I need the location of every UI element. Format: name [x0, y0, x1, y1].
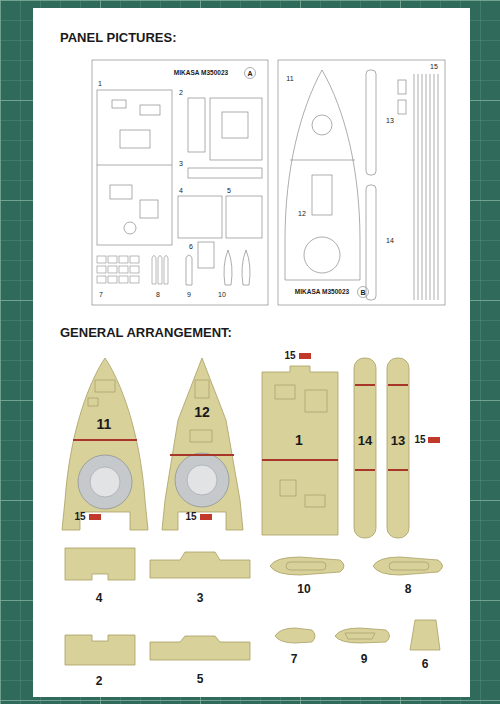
- small-part: [119, 266, 128, 273]
- part-number: 4: [96, 592, 103, 604]
- sheet-code: MIKASA M350023: [294, 289, 350, 296]
- part-number: 15: [185, 512, 196, 522]
- sheet-letter: A: [247, 70, 252, 77]
- part-number: 11: [97, 417, 112, 431]
- part-number: 8: [405, 583, 412, 595]
- sheet-code: MIKASA M350023: [173, 70, 229, 77]
- part-number: 3: [178, 160, 184, 167]
- small-part: [97, 276, 106, 283]
- turret-rings: [90, 465, 217, 497]
- part-number: 10: [297, 583, 310, 595]
- part-number: 3: [197, 592, 204, 604]
- small-part: [130, 276, 139, 283]
- part-number: 13: [391, 434, 405, 447]
- panel-sheet-b: [278, 60, 445, 305]
- small-part: [119, 256, 128, 263]
- deck-engraving: [88, 380, 429, 639]
- part-number: 5: [226, 187, 232, 194]
- small-part: [108, 266, 117, 273]
- part-number: 1: [295, 433, 303, 447]
- part-number: 14: [385, 237, 395, 244]
- small-part: [108, 276, 117, 283]
- small-part: [108, 256, 117, 263]
- small-part: [158, 256, 162, 285]
- panel-sheet-a: [92, 60, 268, 305]
- small-part: [97, 266, 106, 273]
- small-part: [130, 256, 139, 263]
- part-number: 6: [188, 243, 194, 250]
- small-part: [152, 256, 156, 285]
- part-number: 12: [194, 405, 210, 419]
- small-part-outlines: [97, 256, 168, 285]
- part-number: 9: [186, 291, 192, 298]
- small-part: [119, 276, 128, 283]
- plank-strip: [430, 74, 431, 300]
- part-number: 10: [217, 291, 227, 298]
- section-heading: GENERAL ARRANGEMENT:: [60, 326, 232, 339]
- part-number: 4: [178, 187, 184, 194]
- part-number: 2: [96, 675, 103, 687]
- plank-strip: [434, 74, 435, 300]
- part-number: 6: [422, 658, 429, 670]
- turret-openings: [78, 453, 229, 509]
- plank-strip: [414, 74, 415, 300]
- part-number: 13: [385, 117, 395, 124]
- small-part: [97, 256, 106, 263]
- part-number: 5: [197, 673, 204, 685]
- part-number: 15: [429, 63, 439, 70]
- cut-lines: [73, 385, 408, 470]
- part-number: 8: [155, 291, 161, 298]
- sheet-letter: B: [360, 289, 365, 296]
- plank-strips: [414, 74, 438, 300]
- part-number: 15: [74, 512, 85, 522]
- plank-strip: [418, 74, 419, 300]
- deck-parts: [62, 358, 443, 665]
- instruction-card: [33, 8, 470, 697]
- plank-strip: [422, 74, 423, 300]
- plank-markers: [89, 353, 440, 520]
- part-number: 14: [358, 434, 372, 447]
- plank-strip: [438, 74, 439, 300]
- part-number: 15: [414, 435, 425, 445]
- part-number: 9: [361, 653, 368, 665]
- small-part: [130, 266, 139, 273]
- part-number: 11: [285, 75, 294, 82]
- part-number: 7: [98, 291, 104, 298]
- part-number: 7: [291, 653, 298, 665]
- small-part: [164, 256, 168, 285]
- part-number: 2: [178, 89, 184, 96]
- plank-strip: [426, 74, 427, 300]
- part-number: 12: [297, 210, 307, 217]
- part-number: 1: [97, 80, 103, 87]
- section-heading: PANEL PICTURES:: [60, 31, 177, 44]
- part-number: 15: [284, 351, 295, 361]
